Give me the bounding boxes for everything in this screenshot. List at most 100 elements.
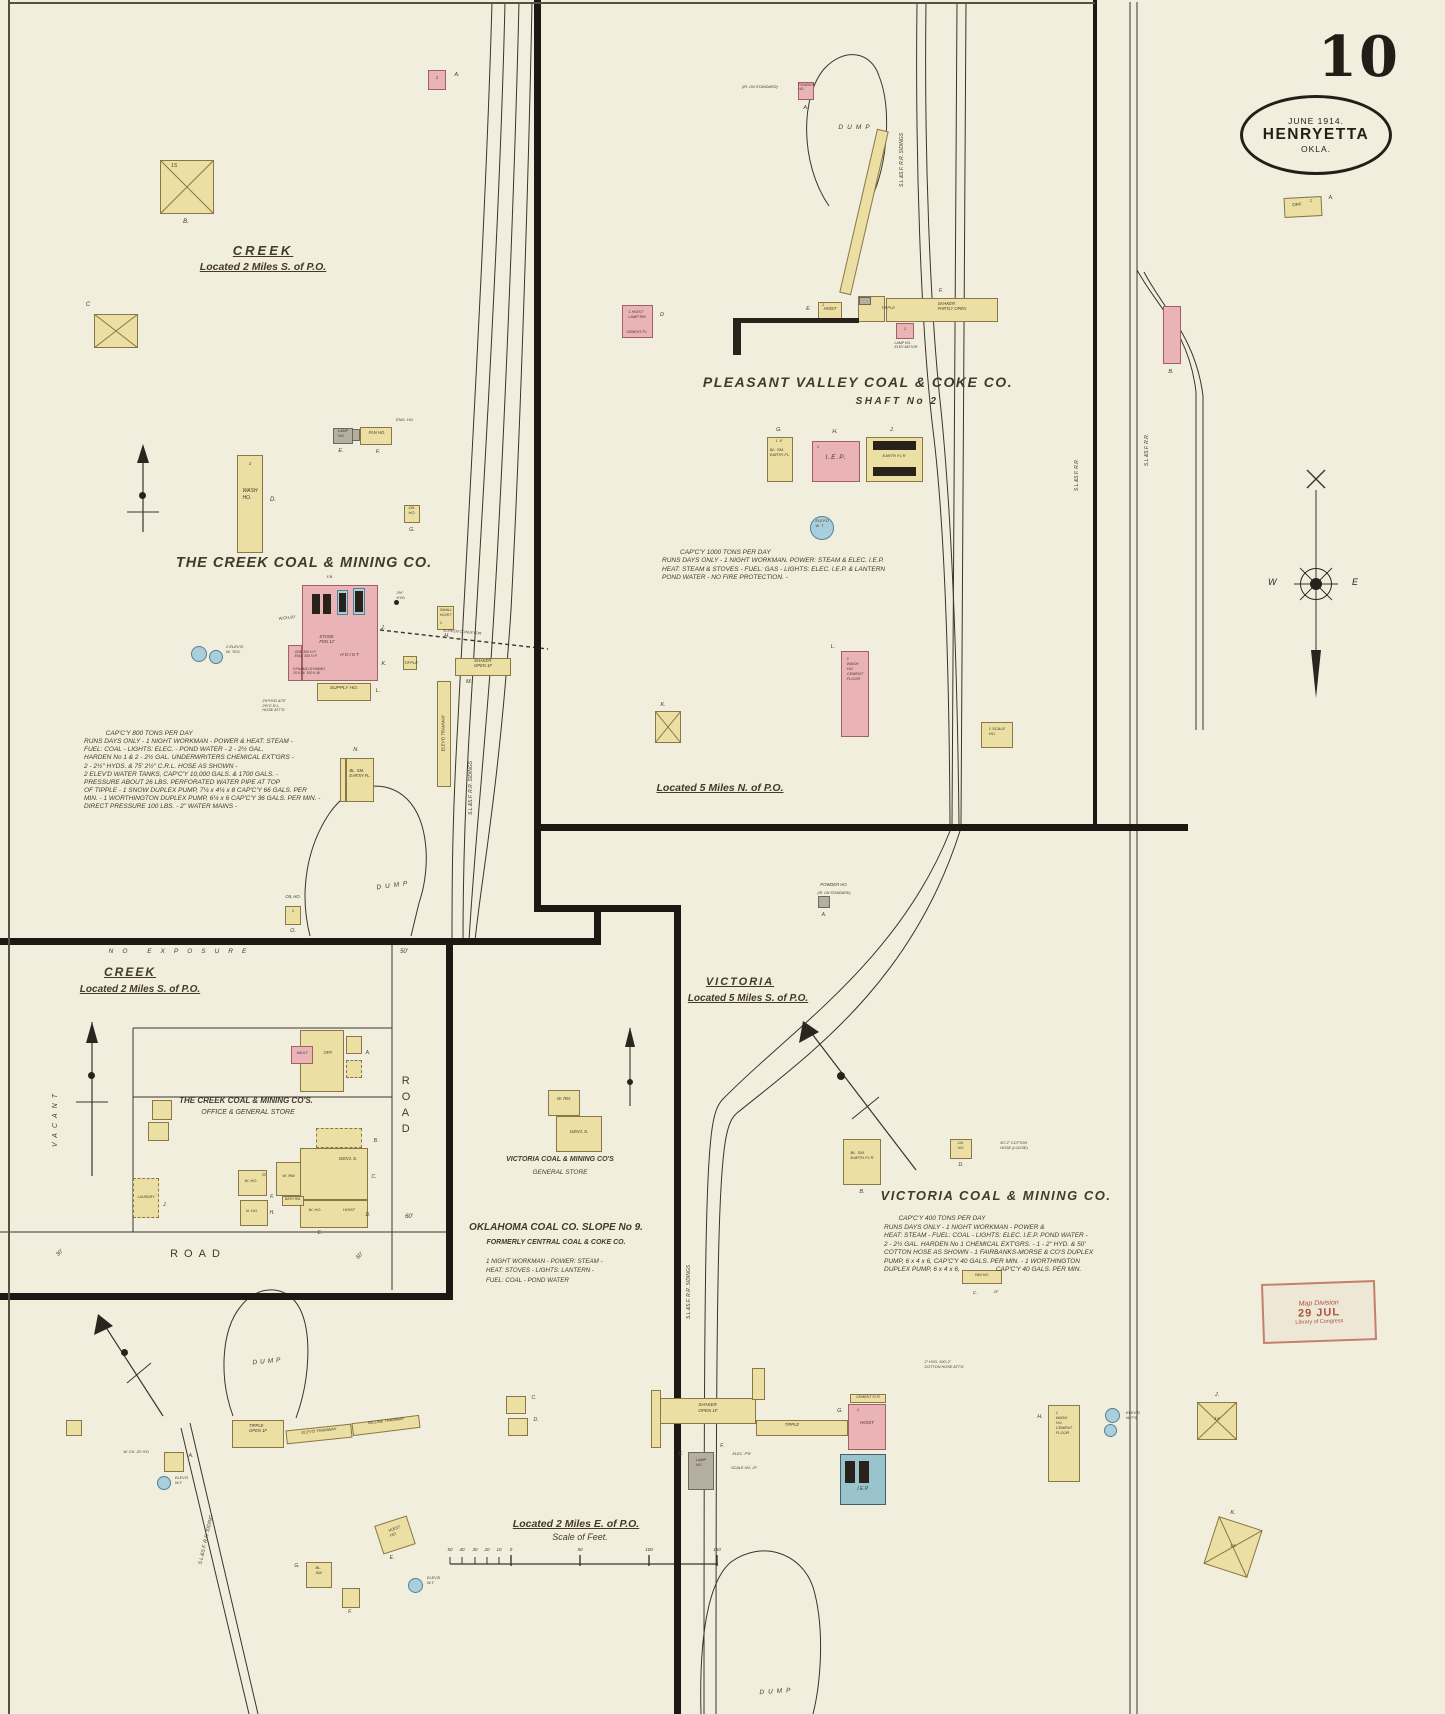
map-label: ELEV'D W.T.	[175, 1476, 189, 1485]
map-label: OIL HO.	[408, 505, 416, 515]
map-label: B.	[183, 219, 189, 225]
map-line	[189, 1422, 259, 1714]
building-footprint	[317, 683, 371, 701]
map-label: 2 ELEV'D W. TKS.	[226, 644, 244, 654]
map-label: SHAFT No 2	[855, 396, 939, 407]
map-line	[851, 1096, 880, 1120]
map-label: 1 HOIST LAMP RM	[628, 310, 646, 319]
building-footprint	[859, 1461, 869, 1483]
map-label: FORMERLY CENTRAL COAL & COKE CO.	[486, 1239, 626, 1246]
map-label: GENERAL STORE	[532, 1169, 588, 1176]
map-label: 1	[903, 326, 907, 331]
map-label: VACANT	[51, 1088, 59, 1148]
map-label: CREEK	[103, 965, 157, 979]
map-label: Located 2 Miles S. of P.O.	[79, 984, 201, 995]
map-line	[94, 1314, 113, 1335]
building-footprint	[312, 594, 320, 614]
panel-border	[1093, 0, 1097, 828]
map-label: D.	[958, 1162, 964, 1168]
building-footprint	[316, 1128, 362, 1148]
sheet-number: 10	[1318, 24, 1400, 90]
building-footprint	[548, 1090, 580, 1116]
map-label: THE CREEK COAL & MINING CO.	[175, 555, 433, 571]
building-footprint	[1163, 306, 1181, 364]
map-line	[703, 830, 951, 1714]
map-label: BL. SM.	[315, 1565, 323, 1575]
building-footprint	[841, 651, 869, 737]
map-label: ELEC. P'R.	[732, 1452, 752, 1456]
map-label: CEMENT FL'R	[856, 1395, 880, 1399]
library-received-stamp: Map Division 29 JUL Library of Congress	[1260, 1280, 1378, 1344]
building-footprint	[133, 1178, 159, 1218]
building-footprint	[352, 429, 360, 441]
map-label: 1 WASH HO. CEMENT FLOOR	[1055, 1410, 1073, 1436]
map-label: S.L.&S.F. R.R. SIDINGS	[686, 1264, 693, 1320]
water-tank	[408, 1578, 423, 1593]
building-footprint	[756, 1420, 848, 1436]
building-footprint	[346, 1036, 362, 1054]
map-label: C.	[531, 1395, 537, 1401]
map-label: B.	[373, 1138, 379, 1144]
map-marker	[394, 600, 399, 605]
sheet-edge-rule	[8, 2, 1095, 4]
building-footprint	[276, 1162, 302, 1196]
map-label: HOIST	[823, 306, 837, 311]
map-label: POWDER HO.	[820, 882, 848, 887]
map-label: S.L.&S.F. R.R.	[1074, 458, 1081, 492]
building-footprint	[962, 1270, 1002, 1284]
publication-city: HENRYETTA	[1262, 126, 1370, 143]
map-label: 1	[1309, 197, 1313, 204]
building-footprint	[506, 1396, 526, 1414]
map-line	[180, 1427, 250, 1714]
map-label: E.	[338, 448, 344, 454]
building-footprint	[848, 1404, 886, 1450]
map-marker	[88, 1072, 95, 1079]
map-marker	[627, 1079, 633, 1085]
map-label: LAMP HO.	[337, 429, 349, 438]
map-label: THE CREEK COAL & MINING CO'S.	[179, 1096, 313, 1105]
notes-block-creek_notes: CAP'C'Y 800 TONS PER DAY RUNS DAYS ONLY …	[84, 730, 321, 811]
map-label: STONE FDN 12'	[319, 634, 335, 645]
map-line	[137, 444, 149, 463]
map-label: 2" HYD. 100'-2" COTTON HOSE ATT'D	[924, 1360, 964, 1369]
map-label: BL. SM. EARTH FL.	[769, 447, 791, 458]
map-label: A.	[803, 105, 809, 111]
water-tank	[209, 650, 223, 664]
map-label: I.E.P.	[825, 454, 847, 461]
map-label: DUMP	[838, 124, 874, 131]
map-label: ELEV'D W.T.	[427, 1576, 441, 1585]
notes-block-victoria_notes: CAP'C'Y 400 TONS PER DAY RUNS DAYS ONLY …	[884, 1215, 1094, 1274]
map-label: HOIST	[860, 1420, 874, 1425]
building-footprint	[873, 441, 916, 450]
map-label: W. CH. 20' H'D	[123, 1450, 149, 1454]
map-label: 50	[577, 1547, 583, 1552]
map-line	[223, 1289, 309, 1419]
building-footprint	[66, 1420, 82, 1436]
building-footprint	[886, 298, 998, 322]
building-footprint	[767, 437, 793, 482]
sheet-edge-rule	[8, 0, 10, 1714]
map-line	[1311, 650, 1321, 698]
building-footprint	[240, 1200, 268, 1226]
map-label: D	[660, 312, 664, 318]
map-label: OKLAHOMA COAL CO. SLOPE No 9.	[469, 1222, 643, 1233]
map-label: 60'	[405, 1214, 413, 1220]
map-label: J.	[1214, 1392, 1220, 1398]
map-label: (IR. ON STANDARD)	[742, 85, 778, 89]
map-line	[451, 1, 493, 942]
map-label: K.	[1230, 1510, 1236, 1516]
building-footprint	[455, 658, 511, 676]
map-label: 1	[291, 908, 295, 913]
map-label: DYNAMO-DYNAMO 15 K.W. 100 K.W.	[293, 667, 325, 676]
building-footprint	[355, 591, 363, 612]
building-footprint	[300, 1148, 368, 1200]
building-footprint	[428, 70, 446, 90]
map-label: 30	[472, 1547, 478, 1552]
building-footprint	[896, 323, 914, 339]
building-footprint	[858, 296, 885, 322]
map-label: SHAKER OPEN 1F	[474, 658, 492, 669]
building-footprint	[660, 1398, 756, 1424]
building-footprint	[404, 505, 420, 523]
panel-border	[534, 824, 1188, 831]
map-label: SUPPLY HO.	[329, 686, 359, 691]
